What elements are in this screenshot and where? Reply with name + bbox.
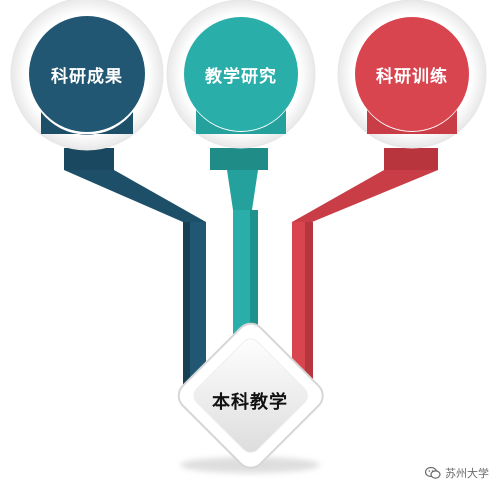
wechat-icon — [425, 466, 441, 479]
node-research-results — [10, 0, 164, 151]
watermark: 苏州大学 — [425, 465, 489, 481]
label-teaching-research: 教学研究 — [205, 67, 277, 87]
node-research-training — [337, 0, 487, 149]
label-research-results: 科研成果 — [51, 67, 123, 87]
connector-right — [292, 148, 438, 385]
connector-left — [64, 148, 206, 385]
center-label: 本科教学 — [212, 392, 288, 413]
node-teaching-research — [166, 0, 316, 149]
label-research-training: 科研训练 — [376, 67, 448, 87]
watermark-text: 苏州大学 — [445, 467, 489, 480]
center-diamond — [177, 322, 324, 469]
